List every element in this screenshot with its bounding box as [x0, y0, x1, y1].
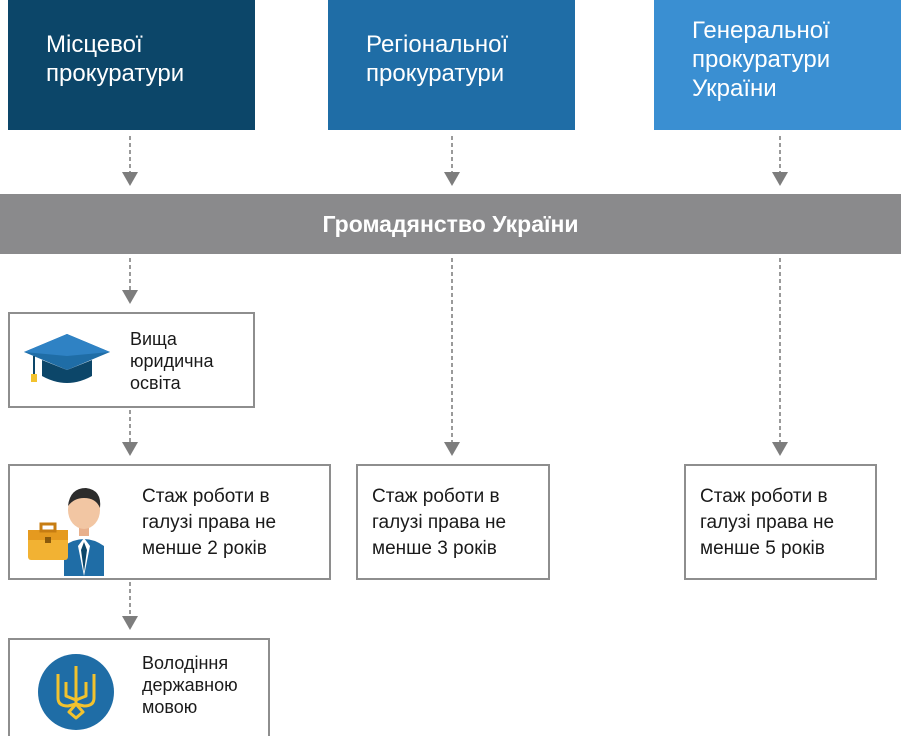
education-requirement-box: Вища юридична освіта [8, 312, 255, 408]
experience-general-text: Стаж роботи в галузі права не менше 5 ро… [700, 486, 835, 559]
experience-regional-box: Стаж роботи в галузі права не менше 3 ро… [356, 464, 550, 580]
graduation-cap-icon [24, 334, 110, 383]
trident-emblem-icon [38, 654, 114, 730]
businessman-briefcase-icon [28, 488, 104, 576]
citizenship-band: Громадянство України [0, 194, 901, 254]
experience-regional-text: Стаж роботи в галузі права не менше 3 ро… [372, 486, 507, 559]
education-text: Вища юридична освіта [130, 329, 214, 393]
experience-local-box: Стаж роботи в галузі права не менше 2 ро… [8, 464, 331, 580]
citizenship-label: Громадянство України [322, 210, 579, 237]
general-prosecutor-box: Генеральної прокуратури України [654, 0, 901, 130]
language-text: Володіння державною мовою [142, 653, 238, 717]
regional-prosecutor-box: Регіональної прокуратури [328, 0, 575, 130]
experience-general-box: Стаж роботи в галузі права не менше 5 ро… [684, 464, 877, 580]
experience-local-text: Стаж роботи в галузі права не менше 2 ро… [142, 486, 277, 559]
local-prosecutor-box: Місцевої прокуратури [8, 0, 255, 130]
language-requirement-box: Володіння державною мовою [8, 638, 270, 736]
